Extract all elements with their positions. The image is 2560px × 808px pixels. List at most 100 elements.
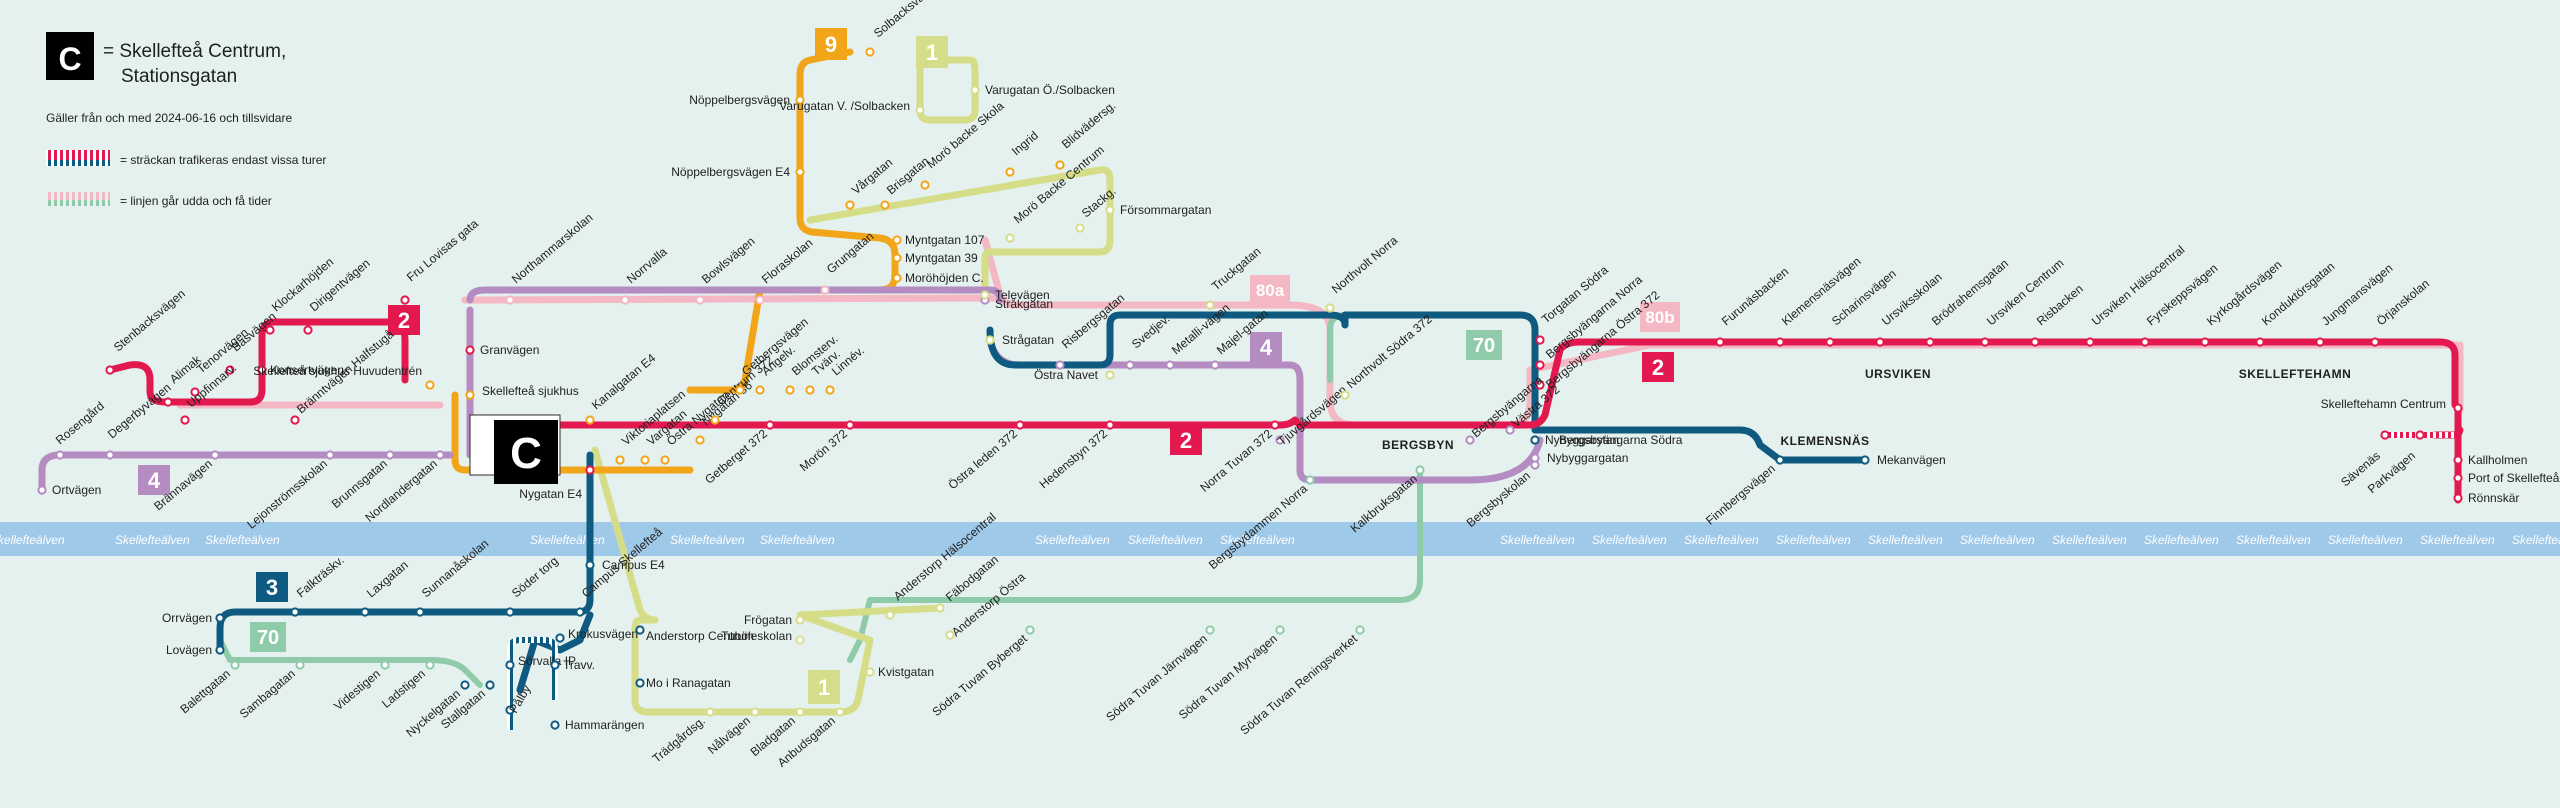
stop-marker [1125,360,1135,370]
stop-ln-23: Östra Navet [1034,368,1115,382]
stop-ln-13: Varugatan Ö./Solbacken [970,83,1115,97]
stop-lc-14: Morön 372 [797,420,855,474]
badge-c: C [494,420,558,484]
stop-label: Blidvädersg. [1059,98,1119,151]
stop-lc-1: Skellefteå sjukhus [465,384,579,400]
river-label: Skellefteälven [1776,533,1851,547]
stop-marker [765,420,775,430]
river-label: Skellefteälven [1500,533,1575,547]
stop-label: Myntgatan 107 [905,233,985,247]
stop-label: Laxgatan [364,558,411,600]
stop-marker [1205,300,1215,310]
stop-marker [795,635,805,645]
stop-label: Mo i Ranagatan [646,676,731,690]
stop-marker [1825,337,1835,347]
badge-4-mid-text: 4 [1260,335,1273,360]
stop-ln-7: Vårgatan [845,155,895,210]
river-label: Skellefteälven [1684,533,1759,547]
stop-marker [210,450,220,460]
stop-marker [1980,337,1990,347]
stop-marker [460,680,470,690]
stop-l2m-18: Skelleftehamn Centrum [2321,397,2463,413]
stop-marker [1860,455,1870,465]
stop-marker [1925,337,1935,347]
river-label: Skellefteälven [670,533,745,547]
stop-marker [385,450,395,460]
river-label: Skellefteälven [205,533,280,547]
stop-l3-7: Campus E4 [585,558,665,572]
stop-label: Skellefteå sjukhus [482,384,579,398]
stop-marker [290,607,300,617]
stop-marker [550,720,560,730]
stop-marker [465,390,475,400]
stop-l4-8: Svedjev. [1125,312,1173,370]
stop-label: Ortvägen [52,483,101,497]
stop-marker [795,615,805,625]
stop-label: Videstigen [331,667,383,714]
stop-label: Nygatan E4 [519,487,582,501]
legend-some-trips-text: = sträckan trafikeras endast vissa turer [120,153,326,167]
stop-label: Fru Lovisas gata [404,216,481,284]
stop-label: Bowlsvägen [699,234,758,286]
stop-label: Rosengård [53,399,107,447]
stop-l2w-7: Konsertvägen [257,363,344,377]
stop-label: Varugatan Ö./Solbacken [985,83,1115,97]
badge-4-mid: 4 [1250,332,1282,362]
stop-marker [1005,167,1015,177]
badge-4-mid-bg [1250,332,1282,362]
stop-marker [2030,337,2040,347]
badge-9-text: 9 [825,32,837,57]
stop-marker [1715,337,1725,347]
stop-label: Ingrid [1009,128,1041,158]
river-label: Skellefteälven [1220,533,1295,547]
stop-label: Floraskolan [759,236,816,287]
stop-marker [1075,223,1085,233]
badge-9-bg [815,28,847,60]
stop-l2m-1: Norra Tuvan 372 [1197,420,1280,495]
badge-70-west: 70 [250,622,286,652]
place-skelleftehamn: SKELLEFTEHAMN [2239,367,2352,381]
stop-label: Östra leden 372 [946,426,1021,492]
stop-label: Finnbergsvägen [1703,462,1778,528]
stop-label: Trädgårdsg. [650,714,708,766]
badge-c-bg [494,420,558,484]
stop-l3-14: Sörvalla IP [505,654,576,670]
stop-l3-8: Balettgatan [177,660,240,717]
stop-label: Lovägen [166,643,212,657]
stop-label: Bergsbyängarna Södra [1559,433,1683,447]
stop-marker [380,660,390,670]
stop-l2h-2: Kallholmen [2453,453,2527,467]
stop-marker [1505,425,1515,435]
stop-lc-16: Nygatan E4 [519,465,595,501]
river-label: Skellefteälven [2512,533,2560,547]
stop-label: Campus E4 [602,558,665,572]
legend-centrum-box [46,32,94,80]
river-label: Skellefteälven [1592,533,1667,547]
stop-ln-15: Myntgatan 107 [892,233,985,247]
stop-ln-4: Grungatan [820,229,876,295]
badge-2-mid-text: 2 [1180,428,1192,453]
stop-marker [660,455,670,465]
stop-l2h-3: Port of Skellefteå [2453,471,2560,485]
stop-l4-14: Bergsbyskolan [1464,460,1540,530]
river-label: Skellefteälven [2236,533,2311,547]
river-label: Skellefteälven [1868,533,1943,547]
badge-4-west: 4 [138,465,170,495]
badge-1-south-bg [808,670,840,704]
badge-9: 9 [815,28,847,60]
stop-marker [620,295,630,305]
stop-label: Balettgatan [177,667,233,717]
stop-marker [835,707,845,717]
stop-marker [635,678,645,688]
stop-label: Kallholmen [2468,453,2527,467]
stop-marker [105,365,115,375]
stop-label: Sörvalla IP [518,654,576,668]
stop-marker [1325,303,1335,313]
stop-marker [505,607,515,617]
legend-some-trips-swatch [46,150,110,160]
stop-label: Degerbyvägen [105,380,174,441]
stop-marker [710,415,720,425]
stop-marker [225,365,235,375]
stop-ln-16: Myntgatan 39 [892,251,978,265]
stop-label: Nybyggargatan [1547,451,1628,465]
